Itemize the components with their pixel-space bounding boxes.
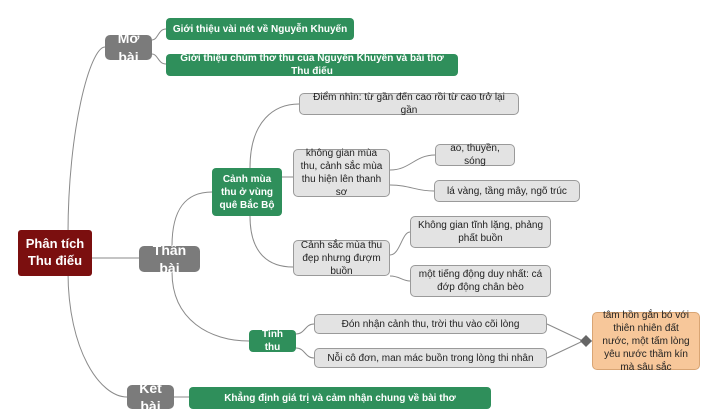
section-than-bai[interactable]: Thân bài (139, 242, 200, 276)
tinh-thu-summary[interactable]: tâm hồn gắn bó với thiên nhiên đất nước,… (592, 310, 700, 373)
diem-nhin-node[interactable]: Điểm nhìn: từ gần đến cao rồi từ cao trở… (299, 92, 519, 116)
branch-canh-mua-thu[interactable]: Cảnh mùa thu ở vùng quê Bắc Bộ (212, 168, 282, 216)
khong-gian-item-1[interactable]: ao, thuyền, sóng (435, 143, 515, 167)
branch-tinh-thu[interactable]: Tình thu (249, 329, 296, 353)
khong-gian-node[interactable]: không gian mùa thu, cảnh sắc mùa thu hiệ… (293, 148, 390, 198)
khong-gian-item-2[interactable]: lá vàng, tầng mây, ngõ trúc (434, 180, 580, 202)
canh-sac-item-1[interactable]: Không gian tĩnh lặng, phảng phất buồn (410, 216, 551, 248)
mo-bai-item-1[interactable]: Giới thiệu vài nét về Nguyễn Khuyến (166, 18, 354, 40)
ket-bai-item-1[interactable]: Khẳng định giá trị và cảm nhận chung về … (189, 387, 491, 409)
tinh-thu-item-2[interactable]: Nỗi cô đơn, man mác buồn trong lòng thi … (314, 348, 547, 368)
root-node[interactable]: Phân tích Thu điếu (18, 230, 92, 276)
mo-bai-item-2[interactable]: Giới thiệu chùm thơ thu của Nguyễn Khuyế… (166, 53, 458, 77)
section-ket-bai[interactable]: Kết bài (127, 380, 174, 414)
canh-sac-item-2[interactable]: một tiếng động duy nhất: cá đớp động châ… (410, 265, 551, 297)
tinh-thu-item-1[interactable]: Đón nhận cảnh thu, trời thu vào cõi lòng (314, 314, 547, 334)
section-mo-bai[interactable]: Mở bài (105, 30, 152, 65)
canh-sac-node[interactable]: Cảnh sắc mùa thu đẹp nhưng đượm buồn (293, 240, 390, 277)
